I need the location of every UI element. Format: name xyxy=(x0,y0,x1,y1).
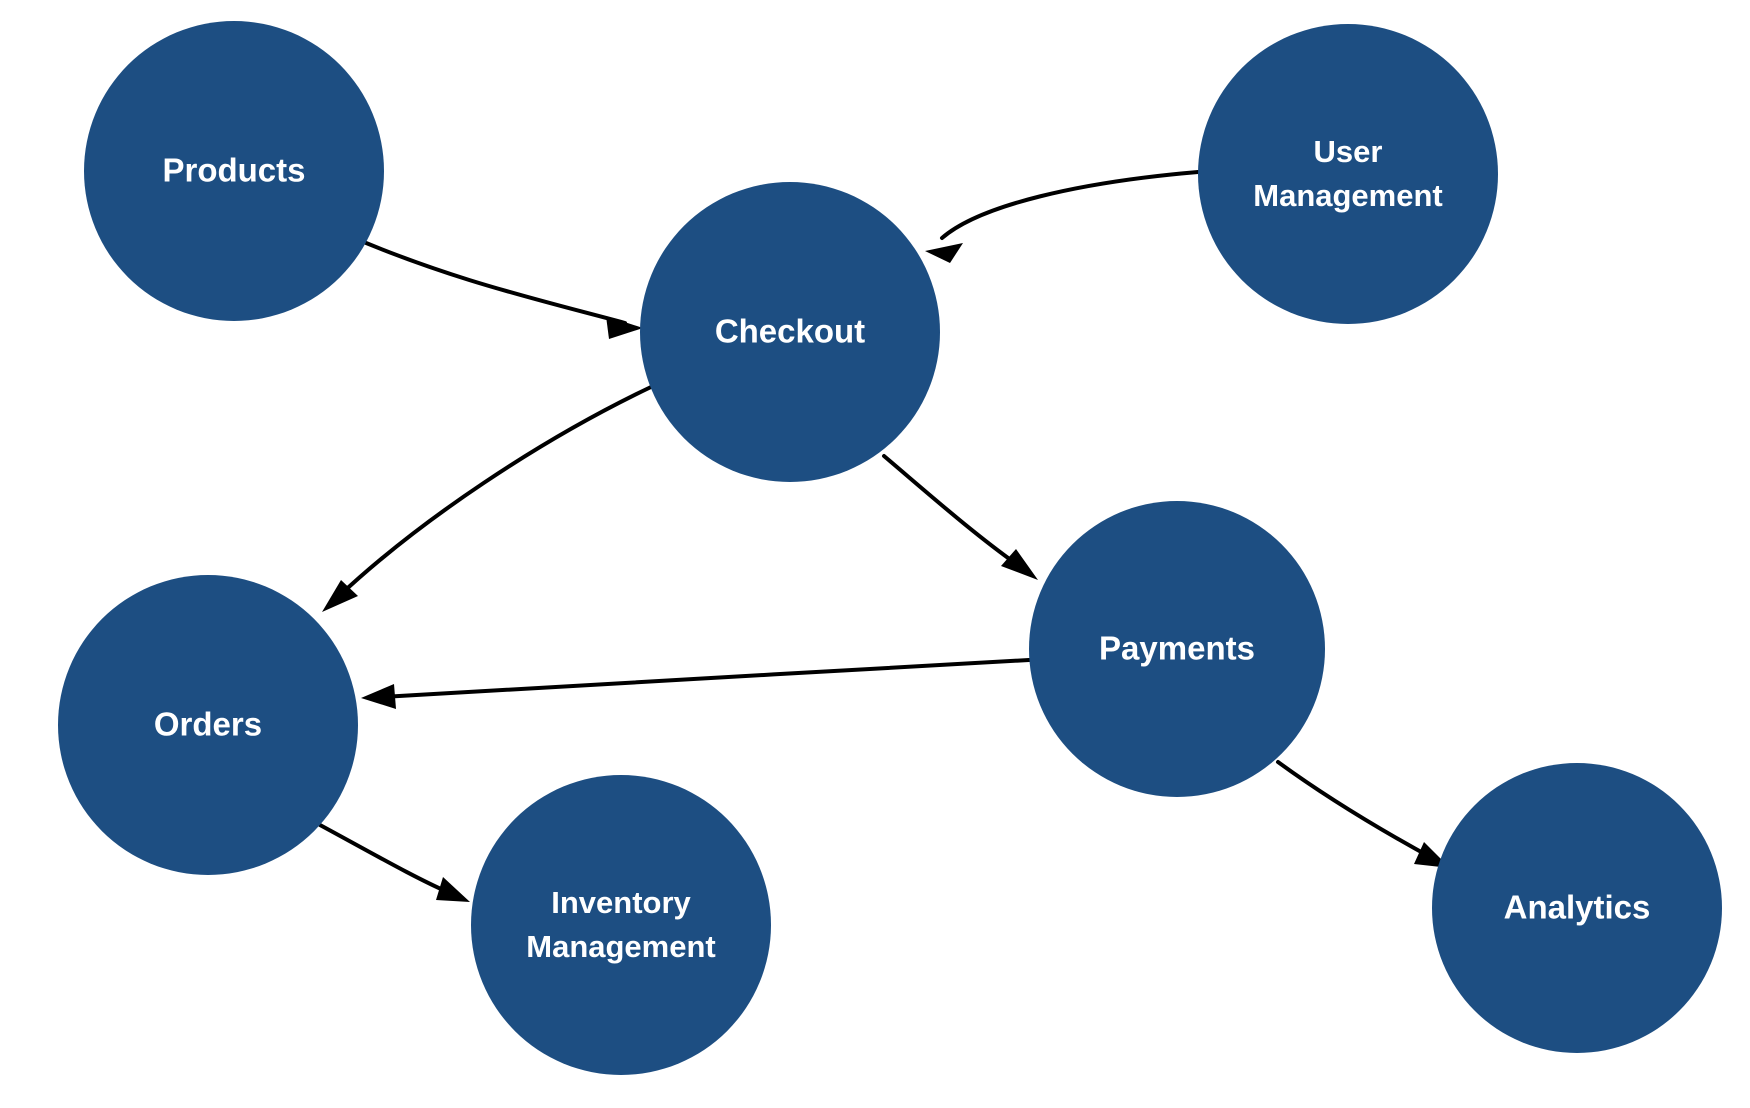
edge-orders-to-inventory[interactable] xyxy=(318,823,470,902)
node-checkout-label: Checkout xyxy=(715,313,865,350)
edge-checkout-to-orders-line xyxy=(336,385,653,599)
edge-products-to-checkout[interactable] xyxy=(338,230,643,339)
node-analytics-label: Analytics xyxy=(1504,889,1651,926)
node-user-management-label-line2: Management xyxy=(1253,178,1442,213)
node-orders-circle[interactable] xyxy=(58,575,358,875)
edge-payments-to-analytics[interactable] xyxy=(1276,760,1450,868)
node-inventory-management[interactable]: Inventory Management xyxy=(471,775,771,1075)
node-checkout-circle[interactable] xyxy=(640,182,940,482)
edge-checkout-to-payments-line xyxy=(882,454,1024,570)
node-payments-label: Payments xyxy=(1099,630,1255,667)
edge-usermgmt-to-checkout[interactable] xyxy=(925,170,1200,263)
node-inventory-management-label-line2: Management xyxy=(526,929,715,964)
node-orders-label: Orders xyxy=(154,706,262,743)
node-payments-circle[interactable] xyxy=(1029,501,1325,797)
edge-payments-to-orders-line xyxy=(380,658,1031,699)
node-products-label: Products xyxy=(162,152,305,189)
edge-products-to-checkout-arrowhead xyxy=(606,316,643,339)
node-orders[interactable]: Orders xyxy=(58,575,358,875)
node-checkout[interactable]: Checkout xyxy=(640,182,940,482)
edge-orders-to-inventory-arrowhead xyxy=(436,877,470,902)
edge-products-to-checkout-line xyxy=(338,230,627,325)
edge-checkout-to-orders-arrowhead xyxy=(322,580,358,612)
edge-checkout-to-orders[interactable] xyxy=(322,385,653,612)
node-analytics[interactable]: Analytics xyxy=(1432,763,1722,1053)
node-layer: Products Checkout User Management Orders… xyxy=(58,21,1722,1075)
edge-orders-to-inventory-line xyxy=(318,823,454,896)
edge-payments-to-orders-arrowhead xyxy=(361,684,396,709)
node-inventory-management-label-line1: Inventory xyxy=(551,885,691,920)
node-analytics-circle[interactable] xyxy=(1432,763,1722,1053)
node-user-management[interactable]: User Management xyxy=(1198,24,1498,324)
edge-usermgmt-to-checkout-arrowhead xyxy=(925,243,963,263)
edge-usermgmt-to-checkout-line xyxy=(940,170,1200,240)
node-user-management-label-line1: User xyxy=(1314,134,1383,169)
edge-payments-to-analytics-line xyxy=(1276,760,1434,860)
node-payments[interactable]: Payments xyxy=(1029,501,1325,797)
node-products-circle[interactable] xyxy=(84,21,384,321)
node-inventory-management-circle[interactable] xyxy=(471,775,771,1075)
edge-payments-to-orders[interactable] xyxy=(361,658,1031,709)
node-user-management-circle[interactable] xyxy=(1198,24,1498,324)
node-products[interactable]: Products xyxy=(84,21,384,321)
edge-checkout-to-payments[interactable] xyxy=(882,454,1038,580)
edge-layer xyxy=(318,170,1450,902)
edge-checkout-to-payments-arrowhead xyxy=(1001,549,1038,580)
